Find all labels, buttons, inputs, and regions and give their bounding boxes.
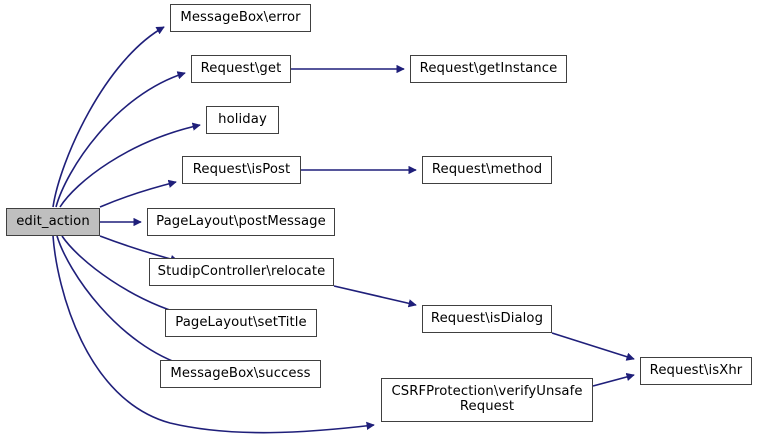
graph-node-holiday[interactable]: holiday	[206, 106, 279, 134]
graph-node-request_isdialog[interactable]: Request\isDialog	[422, 305, 552, 333]
graph-node-messagebox_success[interactable]: MessageBox\success	[160, 360, 321, 388]
edge-edit_action-to-request_ispost	[99, 179, 177, 208]
graph-node-request_method[interactable]: Request\method	[422, 156, 552, 184]
graph-node-edit_action[interactable]: edit_action	[6, 208, 100, 236]
edge-edit_action-to-messagebox_error	[52, 26, 165, 208]
graph-node-request_getinstance[interactable]: Request\getInstance	[410, 55, 567, 83]
edge-studipcontroller_relocate-to-request_isdialog	[333, 285, 417, 308]
edge-edit_action-to-holiday	[59, 122, 201, 208]
graph-node-request_ispost[interactable]: Request\isPost	[182, 156, 301, 184]
graph-node-pagelayout_settitle[interactable]: PageLayout\setTitle	[165, 309, 317, 337]
edge-request_isdialog-to-request_isxhr	[551, 332, 635, 361]
edge-edit_action-to-messagebox_success	[56, 235, 187, 368]
edge-csrf_verifyunsaferequest-to-request_isxhr	[592, 372, 635, 387]
edge-edit_action-to-request_get	[55, 71, 186, 208]
graph-node-request_isxhr[interactable]: Request\isXhr	[640, 357, 752, 385]
graph-node-csrf_verifyunsaferequest[interactable]: CSRFProtection\verifyUnsafe Request	[381, 378, 593, 422]
graph-node-messagebox_error[interactable]: MessageBox\error	[170, 4, 311, 32]
graph-node-request_get[interactable]: Request\get	[191, 55, 291, 83]
graph-node-pagelayout_postmessage[interactable]: PageLayout\postMessage	[147, 208, 335, 236]
graph-node-studipcontroller_relocate[interactable]: StudipController\relocate	[149, 258, 334, 286]
